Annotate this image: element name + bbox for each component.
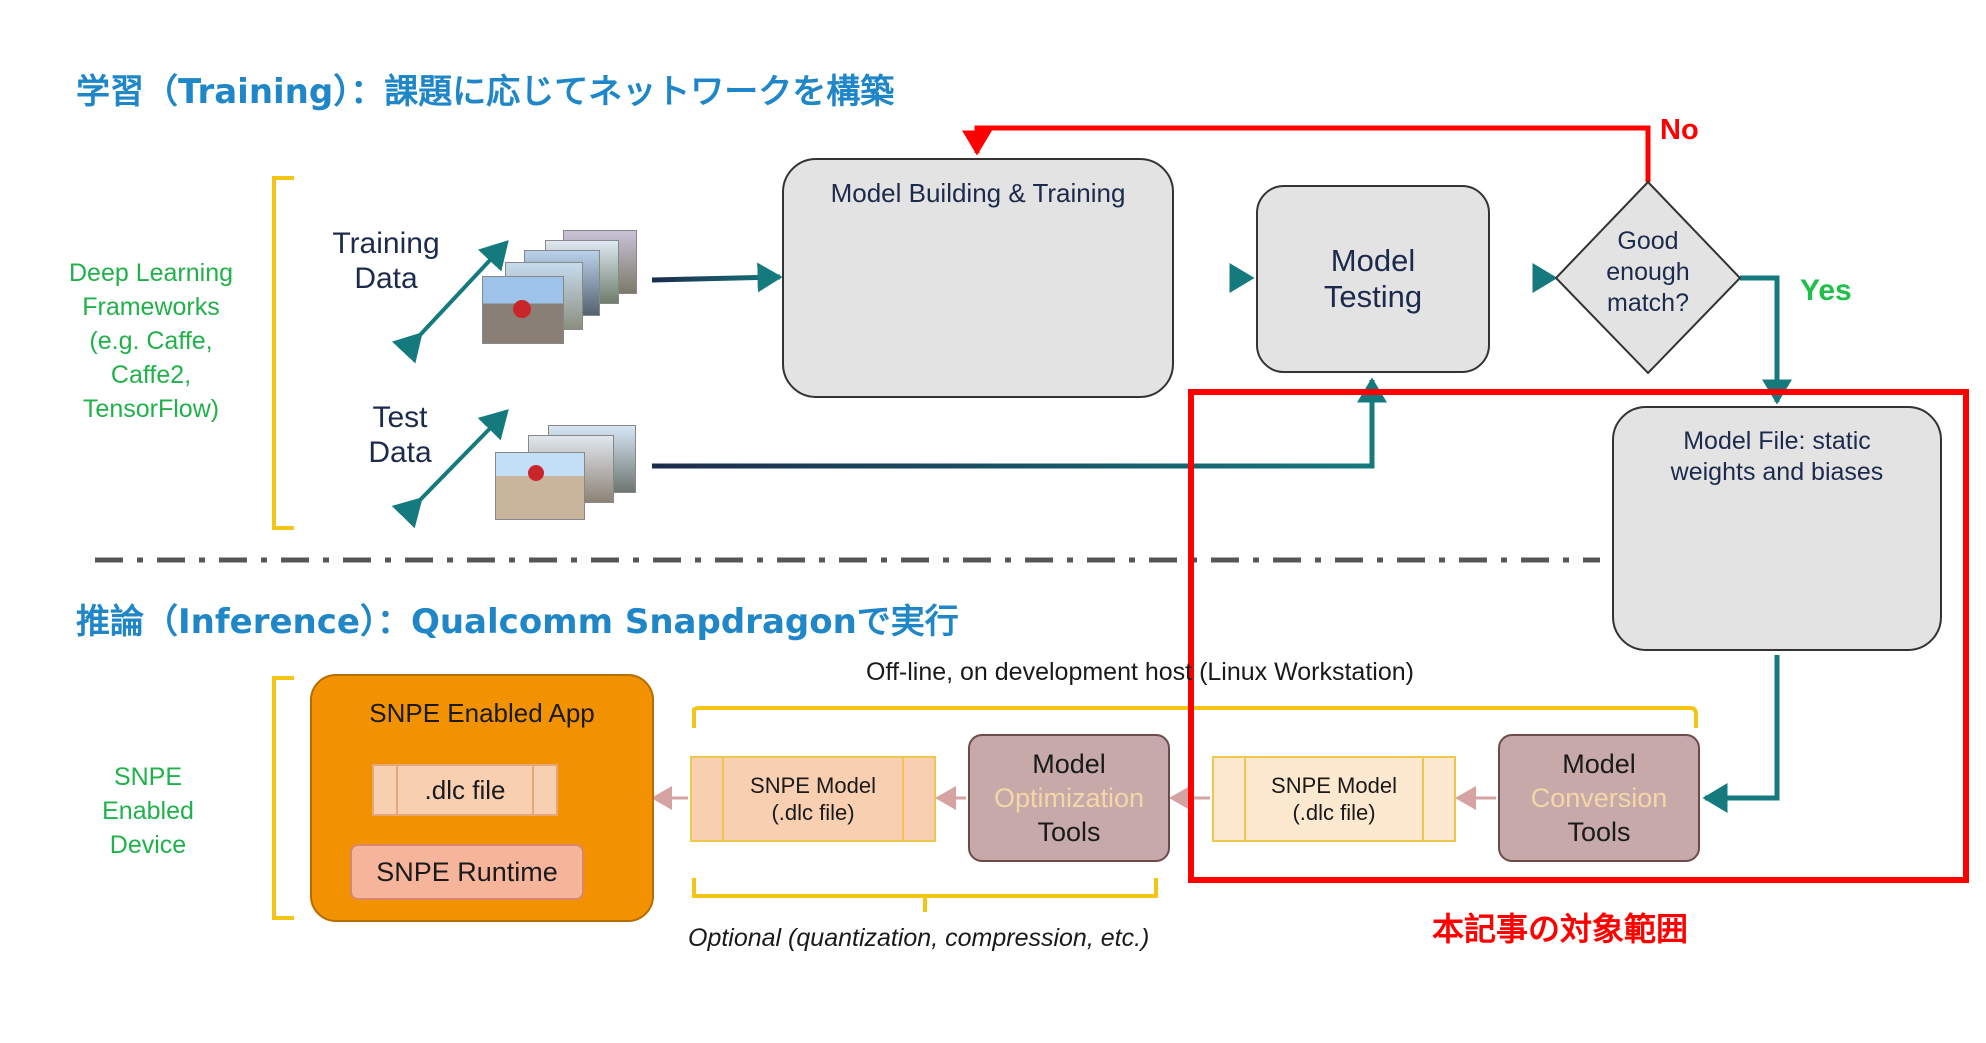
- inference-heading: 推論（Inference）：Qualcomm Snapdragonで実行: [76, 602, 959, 642]
- double-arrow-icon: [391, 409, 509, 529]
- snpe-app-box[interactable]: SNPE Enabled App .dlc file SNPE Runtime: [310, 674, 654, 922]
- device-bracket: [272, 676, 294, 920]
- model-file-label: Model File: static weights and biases: [1670, 427, 1884, 486]
- model-file-box[interactable]: Model File: static weights and biases: [1612, 406, 1942, 651]
- frameworks-bracket: [272, 176, 294, 530]
- snpe-device-label: SNPE Enabled Device: [102, 763, 194, 859]
- training-data-label: Training Data: [332, 227, 440, 295]
- model-testing-box[interactable]: Model Testing: [1256, 185, 1490, 373]
- arrow-train-to-build: [651, 262, 783, 293]
- conversion-tools-box[interactable]: Model Conversion Tools: [1498, 734, 1700, 862]
- optional-label: Optional (quantization, compression, etc…: [688, 924, 1150, 952]
- snpe-model-box-1[interactable]: SNPE Model (.dlc file): [690, 756, 936, 842]
- snpe-runtime-box[interactable]: SNPE Runtime: [350, 844, 584, 900]
- decision-label[interactable]: Good enough match?: [1606, 227, 1690, 317]
- decision-diamond: [1554, 180, 1742, 375]
- snpe-model-box-2[interactable]: SNPE Model (.dlc file): [1212, 756, 1456, 842]
- model-building-label: Model Building & Training: [830, 178, 1126, 208]
- yes-label: Yes: [1800, 274, 1852, 307]
- scope-label: 本記事の対象範囲: [1432, 910, 1689, 948]
- scope-highlight: [1188, 389, 1969, 883]
- arrow-testdata-to-test: [652, 377, 1387, 469]
- snpe-app-label: SNPE Enabled App: [369, 698, 595, 728]
- app-dlc-file[interactable]: .dlc file: [372, 764, 558, 816]
- arrow-no: [962, 125, 1651, 182]
- offline-label: Off-line, on development host (Linux Wor…: [866, 658, 1414, 686]
- training-heading: 学習（Training）：課題に応じてネットワークを構築: [76, 72, 895, 112]
- frameworks-label: Deep Learning Frameworks (e.g. Caffe, Ca…: [68, 259, 233, 423]
- double-arrow-icon: [391, 240, 509, 364]
- arrow-yes: [1740, 275, 1792, 405]
- arrow-file-to-conversion: [1702, 655, 1780, 813]
- model-testing-label: Model Testing: [1323, 243, 1423, 314]
- offline-bracket: [692, 706, 1698, 728]
- optimization-tools-box[interactable]: Model Optimization Tools: [968, 734, 1170, 862]
- model-building-box[interactable]: Model Building & Training: [782, 158, 1174, 398]
- no-label: No: [1660, 114, 1699, 146]
- optional-bracket: [692, 878, 1158, 912]
- test-data-label: Test Data: [368, 401, 432, 469]
